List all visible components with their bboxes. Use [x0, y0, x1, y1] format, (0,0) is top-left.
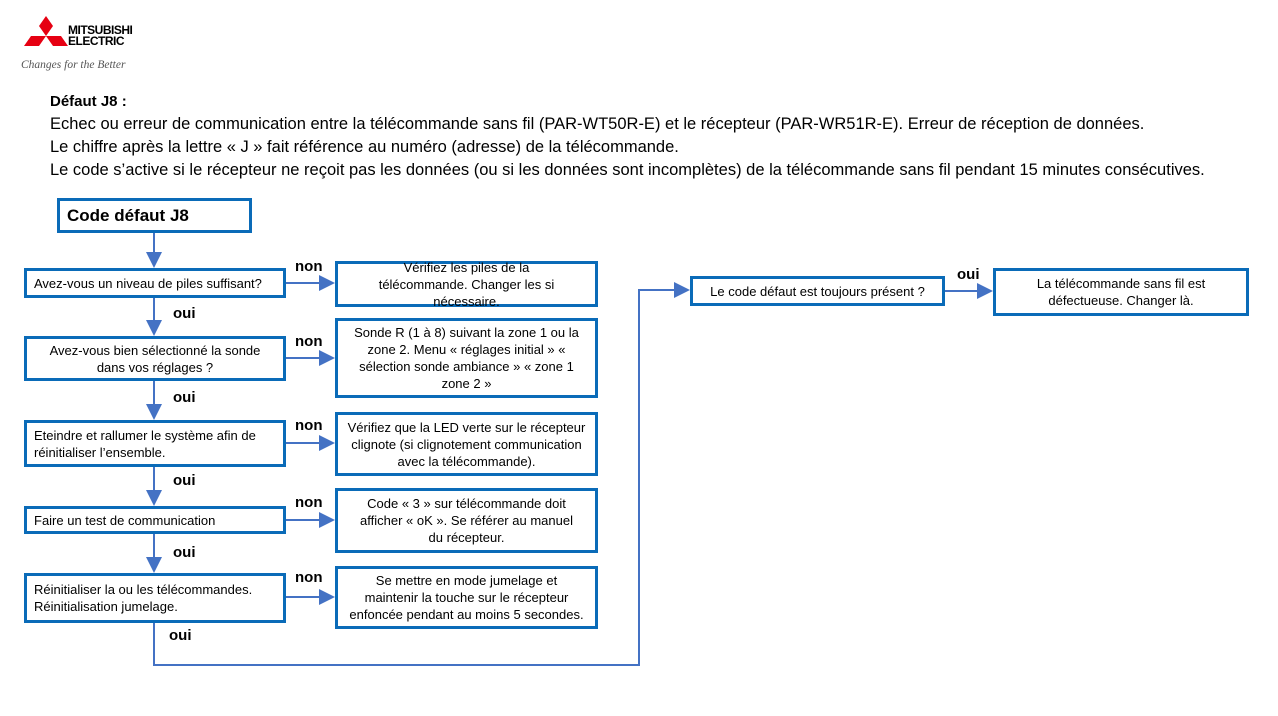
action-sensor: Sonde R (1 à 8) suivant la zone 1 ou la …: [335, 318, 598, 398]
label-yes: oui: [173, 305, 196, 322]
question-sensor: Avez-vous bien sélectionné la sonde dans…: [24, 336, 286, 381]
description-line: Echec ou erreur de communication entre l…: [50, 115, 1145, 133]
action-pairing: Se mettre en mode jumelage et maintenir …: [335, 566, 598, 629]
mitsubishi-logo: MITSUBISHI ELECTRIC Changes for the Bett…: [20, 16, 160, 74]
question-batteries: Avez-vous un niveau de piles suffisant?: [24, 268, 286, 298]
fault-description: Défaut J8 : Echec ou erreur de communica…: [50, 90, 1205, 182]
brand-name: MITSUBISHI: [68, 23, 133, 37]
brand-name-2: ELECTRIC: [68, 34, 125, 48]
action-replace-remote: La télécommande sans fil est défectueuse…: [993, 268, 1249, 316]
three-diamonds-icon: [24, 16, 68, 46]
label-yes: oui: [173, 544, 196, 561]
description-line: Le code s’active si le récepteur ne reço…: [50, 161, 1205, 179]
label-no: non: [295, 333, 323, 350]
label-yes: oui: [169, 627, 192, 644]
question-reset: Réinitialiser la ou les télécommandes. R…: [24, 573, 286, 623]
question-still-present: Le code défaut est toujours présent ?: [690, 276, 945, 306]
label-no: non: [295, 569, 323, 586]
question-restart: Eteindre et rallumer le système afin de …: [24, 420, 286, 467]
action-batteries: Vérifiez les piles de la télécommande. C…: [335, 260, 598, 309]
label-yes: oui: [173, 389, 196, 406]
description-line: Le chiffre après la lettre « J » fait ré…: [50, 138, 679, 156]
label-no: non: [295, 417, 323, 434]
label-no: non: [295, 494, 323, 511]
action-code3: Code « 3 » sur télécommande doit affiche…: [335, 488, 598, 553]
label-no: non: [295, 258, 323, 275]
label-yes: oui: [173, 472, 196, 489]
tagline: Changes for the Better: [21, 59, 126, 71]
action-led: Vérifiez que la LED verte sur le récepte…: [335, 412, 598, 476]
label-yes: oui: [957, 266, 980, 283]
question-comm-test: Faire un test de communication: [24, 506, 286, 534]
start-box: Code défaut J8: [57, 198, 252, 233]
fault-heading: Défaut J8 :: [50, 93, 127, 110]
